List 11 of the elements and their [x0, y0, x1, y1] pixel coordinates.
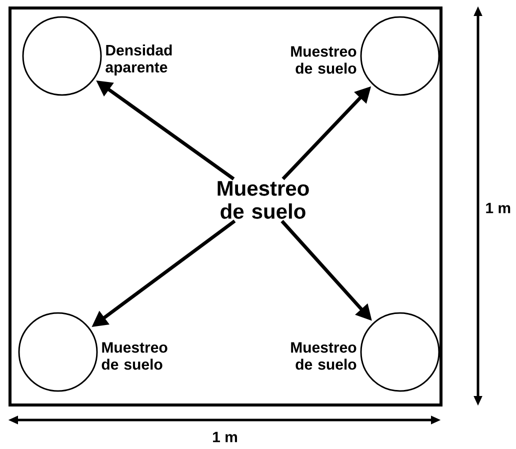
dimension-label: 1 m [484, 202, 512, 214]
center-label: Muestreo de suelo [218, 181, 309, 219]
circle-caption: Muestreo de suelo [102, 342, 168, 370]
circle-caption: Densidad aparente [106, 44, 172, 76]
sample-circle [360, 16, 440, 96]
dimension-label: 1 m [211, 430, 239, 444]
circle-caption: Muestreo de suelo [291, 46, 356, 74]
sample-circle [22, 16, 102, 96]
sample-circle [360, 312, 440, 392]
circle-caption: Muestreo de suelo [291, 342, 356, 370]
sample-circle [18, 312, 98, 392]
